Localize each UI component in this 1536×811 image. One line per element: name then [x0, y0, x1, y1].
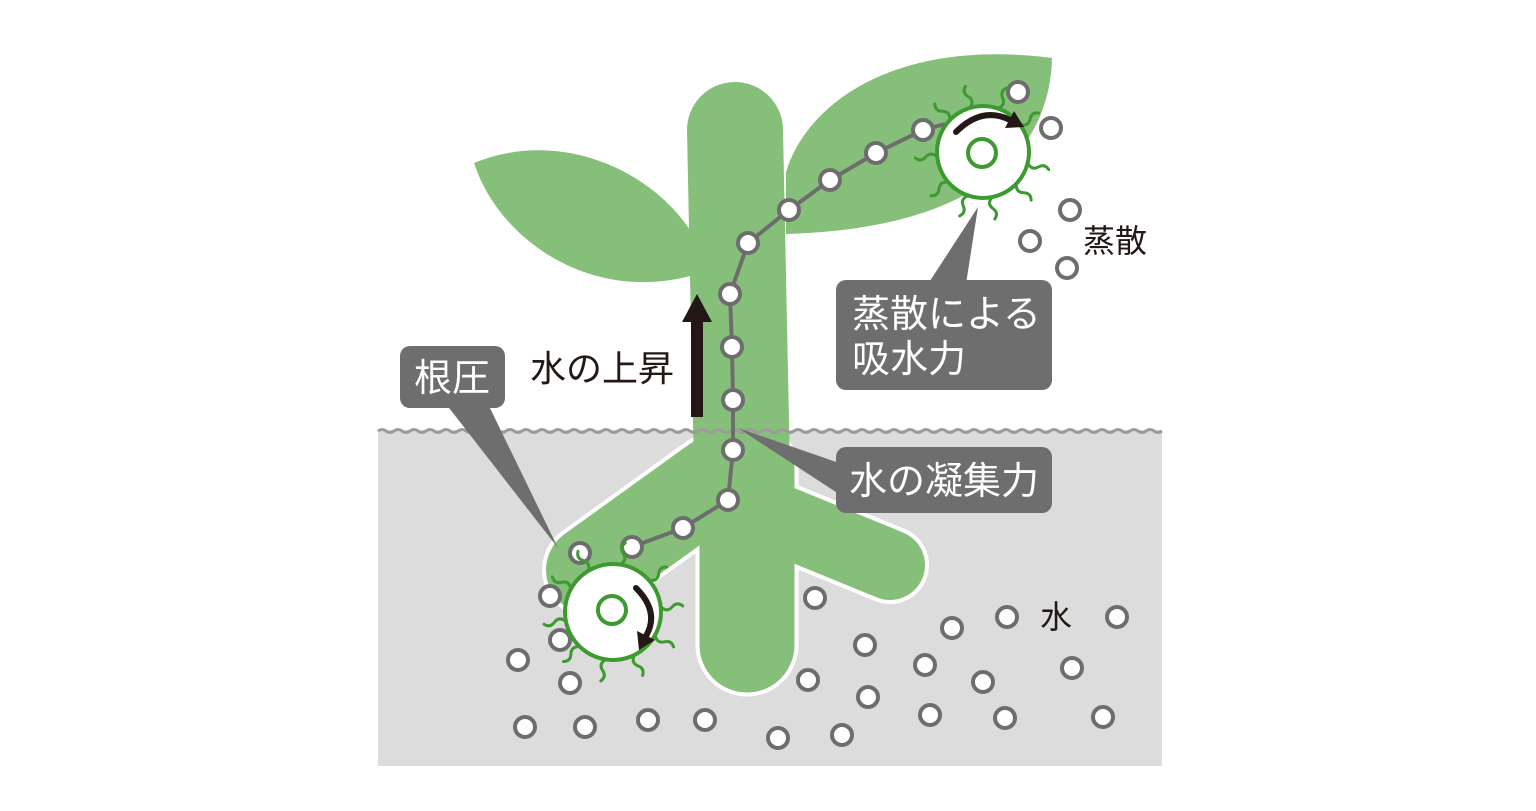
- left-root: [546, 436, 759, 614]
- root-hair: [550, 575, 573, 589]
- root-hair: [913, 152, 938, 162]
- root-hair: [1020, 111, 1041, 127]
- label-transpiration-suction: 蒸散による 吸水力: [836, 207, 1052, 390]
- cell-nucleus: [966, 137, 998, 169]
- water-molecule: [1105, 605, 1129, 629]
- label-root-pressure: 根圧: [400, 346, 558, 548]
- water-molecule: [716, 488, 740, 512]
- water-molecule: [548, 628, 572, 652]
- water-molecule: [513, 715, 537, 739]
- rotation-arrow-head: [637, 631, 655, 650]
- soil-surface-line: [377, 428, 1163, 434]
- label-pointer: [738, 428, 842, 496]
- water-molecule: [766, 726, 790, 750]
- cell-nucleus: [596, 594, 628, 626]
- water-molecule: [538, 584, 562, 608]
- root-hair: [631, 654, 645, 677]
- water-molecule: [864, 141, 888, 165]
- transpiration-suction-label-line1: 蒸散による: [852, 292, 1041, 336]
- water-molecule: [911, 118, 935, 142]
- arrow-head: [682, 294, 712, 322]
- water-molecule: [856, 685, 880, 709]
- root-hair: [620, 541, 627, 566]
- root-hair: [997, 86, 1008, 110]
- water-rise-arrow: [682, 294, 712, 417]
- root-hair: [929, 180, 949, 198]
- root-hair: [599, 658, 606, 683]
- transpiration-suction-label-line2: 吸水力: [852, 337, 966, 381]
- root-cell-hairs: [542, 541, 685, 683]
- label-pointer: [446, 404, 558, 548]
- root-hair: [962, 84, 974, 109]
- root-pressure-label: 根圧: [414, 356, 490, 400]
- water-molecule: [913, 653, 937, 677]
- water-molecule: [718, 282, 742, 306]
- water-molecule: [830, 723, 854, 747]
- root-hair: [958, 194, 969, 218]
- water-molecule: [721, 438, 745, 462]
- root-hair: [649, 565, 669, 583]
- root-hair: [1014, 183, 1033, 202]
- water-molecule: [558, 671, 582, 695]
- water-molecule: [993, 706, 1017, 730]
- root-hair: [1026, 162, 1051, 172]
- water-molecule: [1006, 80, 1030, 104]
- root-hair: [576, 549, 591, 572]
- water-molecule: [736, 231, 760, 255]
- leaf-cell-hairs: [913, 84, 1051, 221]
- root-hair: [542, 617, 567, 628]
- rotation-arrow: [633, 585, 655, 639]
- right-leaf: [786, 54, 1052, 235]
- water-molecule: [721, 388, 745, 412]
- water-molecule: [1058, 198, 1082, 222]
- water-molecule: [940, 616, 964, 640]
- water-molecule: [995, 605, 1019, 629]
- water-molecule: [796, 668, 820, 692]
- water-molecule: [853, 633, 877, 657]
- water-molecule: [1018, 229, 1042, 253]
- water-molecule: [568, 541, 592, 565]
- root-cell-molecules: [506, 541, 592, 695]
- right-root: [745, 485, 925, 600]
- label-box: [836, 447, 1052, 513]
- soil-water-molecules: [513, 586, 1129, 750]
- water-label: 水: [1040, 598, 1072, 636]
- water-molecule: [636, 708, 660, 732]
- label-box: [400, 346, 505, 408]
- water-molecule: [777, 198, 801, 222]
- water-molecule: [506, 648, 530, 672]
- cell-wall: [563, 562, 663, 662]
- water-molecule: [573, 715, 597, 739]
- water-molecule: [803, 586, 827, 610]
- water-molecule: [720, 335, 744, 359]
- root-cell: [542, 541, 685, 683]
- rotation-arrow: [953, 112, 1013, 135]
- water-molecule: [1091, 705, 1115, 729]
- water-rise-label: 水の上昇: [530, 349, 674, 390]
- transpiration-label: 蒸散: [1083, 222, 1147, 260]
- root-hair: [562, 645, 580, 663]
- label-box: [836, 280, 1052, 390]
- label-cohesion: 水の凝集力: [738, 428, 1052, 513]
- leaf-cell: [913, 84, 1051, 221]
- label-pointer: [928, 207, 978, 284]
- water-molecule: [693, 708, 717, 732]
- root-hair: [653, 635, 676, 649]
- cohesion-label: 水の凝集力: [849, 459, 1039, 503]
- evaporating-molecules: [1006, 80, 1082, 280]
- rotation-arrow-head: [1005, 111, 1024, 128]
- water-molecule: [1060, 656, 1084, 680]
- root-hair: [933, 102, 952, 121]
- root-hair: [988, 196, 998, 221]
- water-molecule: [1055, 256, 1079, 280]
- water-column-molecules: [620, 118, 935, 559]
- water-molecule: [1039, 116, 1063, 140]
- root-hair: [660, 602, 685, 612]
- water-molecule: [918, 703, 942, 727]
- water-molecule: [971, 670, 995, 694]
- left-leaf: [474, 150, 690, 283]
- water-molecule: [818, 168, 842, 192]
- water-molecule: [671, 516, 695, 540]
